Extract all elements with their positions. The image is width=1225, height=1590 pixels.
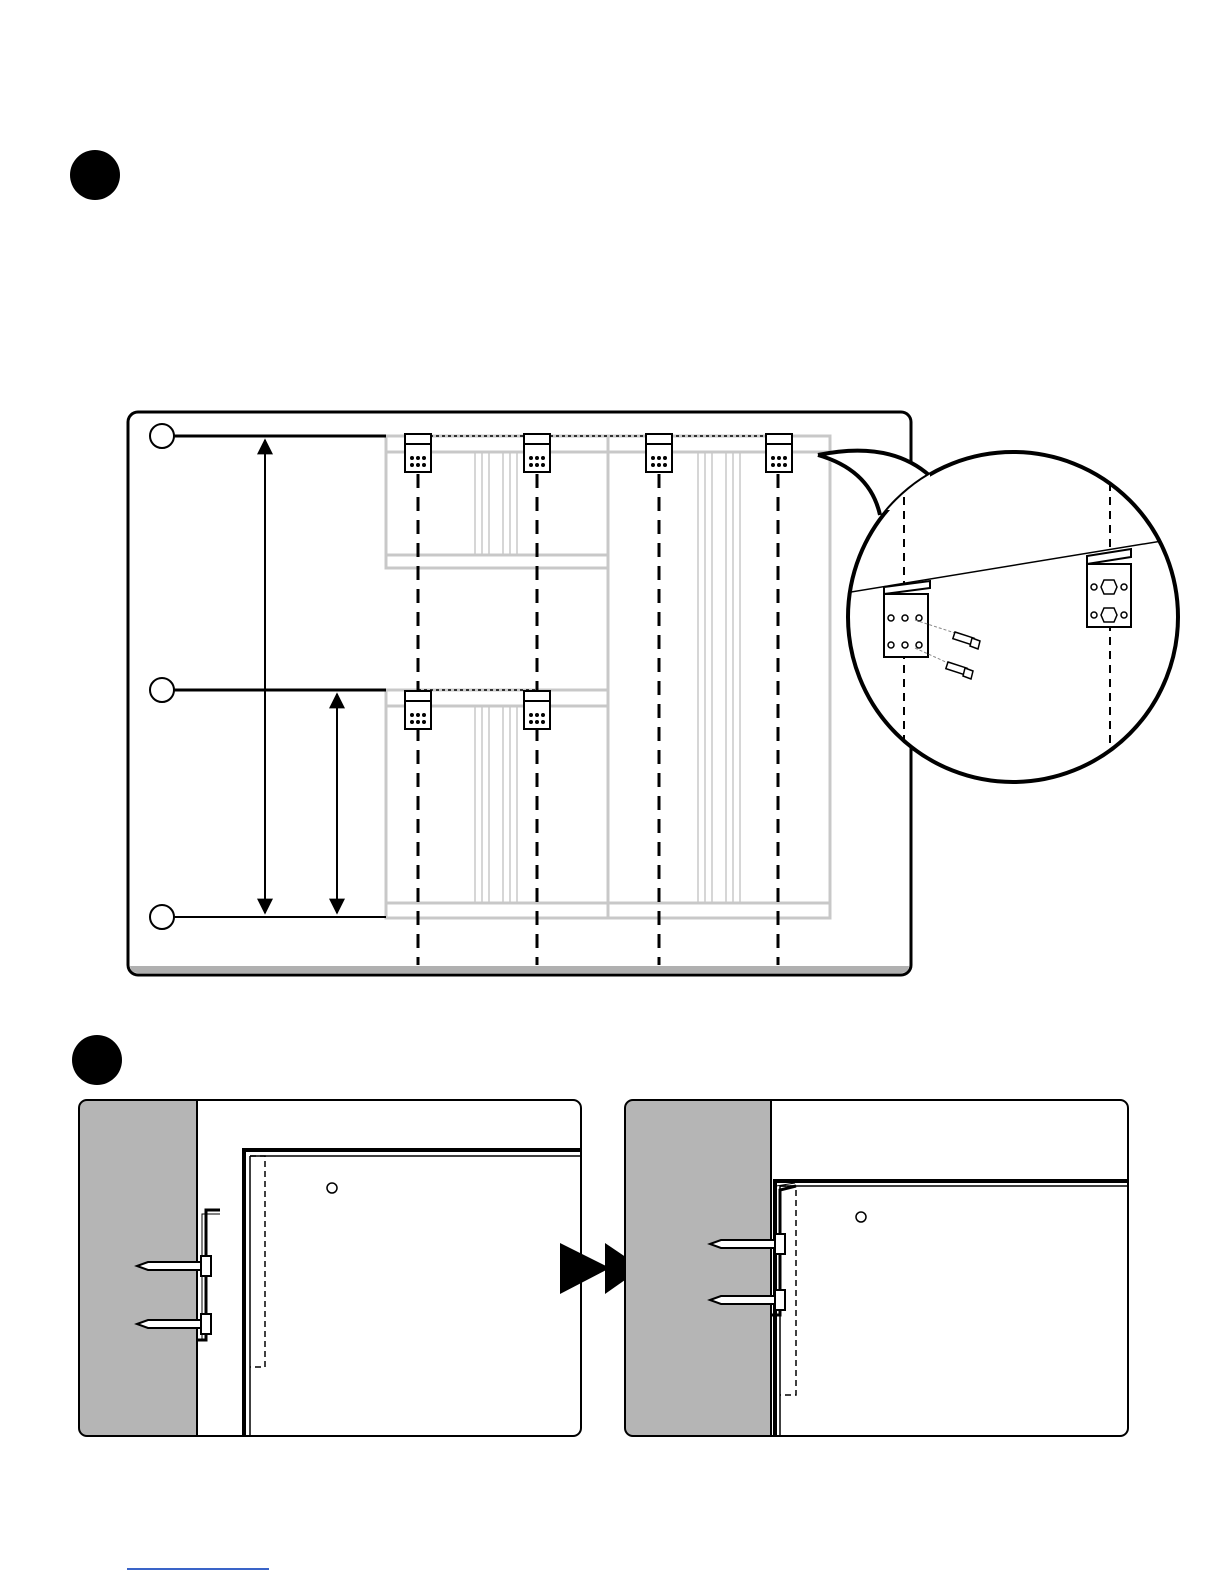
footer-link-underline[interactable]: [127, 1568, 269, 1570]
step-1-marker: [70, 150, 120, 200]
wall-bracket-icon: [524, 691, 550, 729]
wall-bracket-icon: [405, 691, 431, 729]
step-1-panel: [128, 412, 911, 975]
wall-bracket-icon: [766, 434, 792, 472]
hang-point-top-marker: [150, 424, 174, 448]
step-2-panel-after: [625, 1100, 1128, 1436]
hang-point-bottom-marker: [150, 905, 174, 929]
step-2-marker: [72, 1035, 122, 1085]
wall-section: [625, 1100, 771, 1436]
wall-bracket-icon: [524, 434, 550, 472]
wall-bracket-icon: [646, 434, 672, 472]
wall-bracket-icon: [405, 434, 431, 472]
hang-point-middle-marker: [150, 678, 174, 702]
step-2-panel-before: [79, 1100, 581, 1436]
